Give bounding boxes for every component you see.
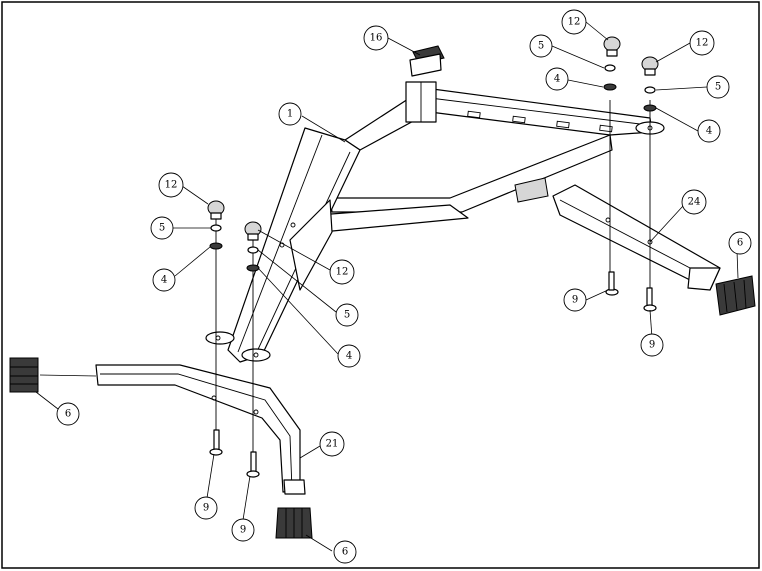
hardware-stack-left-b	[244, 221, 262, 478]
svg-text:12: 12	[568, 17, 581, 28]
callout-12-left-a: 12	[158, 172, 184, 198]
hardware-stack-right-b	[641, 56, 659, 312]
svg-text:9: 9	[203, 503, 209, 514]
svg-text:12: 12	[696, 38, 709, 49]
callout-12-top-left: 12	[561, 9, 587, 35]
callout-6-left: 6	[56, 402, 80, 426]
callout-12-top-right: 12	[689, 30, 715, 56]
svg-text:9: 9	[572, 295, 578, 306]
square-cap-part-16	[409, 45, 445, 77]
svg-text:6: 6	[737, 238, 743, 249]
svg-text:6: 6	[342, 547, 348, 558]
callout-24: 24	[681, 189, 707, 215]
svg-text:24: 24	[688, 197, 701, 208]
callout-5-left-b: 5	[335, 303, 359, 327]
svg-text:4: 4	[554, 74, 560, 85]
svg-text:16: 16	[370, 33, 383, 44]
end-cap-right	[715, 275, 756, 316]
svg-text:5: 5	[715, 82, 721, 93]
leader-lines	[35, 21, 739, 552]
svg-text:21: 21	[326, 439, 339, 450]
svg-text:5: 5	[538, 41, 544, 52]
svg-text:9: 9	[649, 340, 655, 351]
end-cap-left	[9, 357, 39, 393]
callout-4-left-a: 4	[152, 268, 176, 292]
callout-4-left-b: 4	[337, 344, 361, 368]
callout-4-top-left: 4	[545, 67, 569, 91]
svg-text:5: 5	[344, 310, 350, 321]
svg-text:4: 4	[161, 275, 167, 286]
svg-text:1: 1	[287, 109, 293, 120]
svg-text:6: 6	[65, 409, 71, 420]
svg-text:5: 5	[159, 223, 165, 234]
callout-4-top-right: 4	[697, 119, 721, 143]
callout-9-right-a: 9	[563, 288, 587, 312]
callout-6-right: 6	[728, 231, 752, 255]
callout-9-right-b: 9	[640, 333, 664, 357]
callout-5-top-right: 5	[706, 75, 730, 99]
end-cap-bottom	[275, 507, 313, 539]
callout-12-left-b: 12	[329, 259, 355, 285]
callout-1: 1	[278, 102, 302, 126]
svg-text:4: 4	[346, 351, 352, 362]
svg-text:4: 4	[706, 126, 712, 137]
callout-5-left-a: 5	[150, 216, 174, 240]
callout-16: 16	[363, 25, 389, 51]
crossbar-part-21	[95, 364, 306, 495]
hardware-stack-right-a	[603, 36, 621, 296]
hardware-stack-left-a	[207, 200, 225, 456]
callout-5-top-left: 5	[529, 34, 553, 58]
callout-9-left-b: 9	[231, 518, 255, 542]
callout-6-bottom: 6	[333, 540, 357, 564]
callout-9-left-a: 9	[194, 496, 218, 520]
svg-text:9: 9	[240, 525, 246, 536]
svg-text:12: 12	[336, 267, 349, 278]
svg-text:12: 12	[165, 180, 178, 191]
callout-21: 21	[319, 431, 345, 457]
main-frame	[205, 81, 665, 363]
crossbar-part-24	[552, 184, 721, 291]
